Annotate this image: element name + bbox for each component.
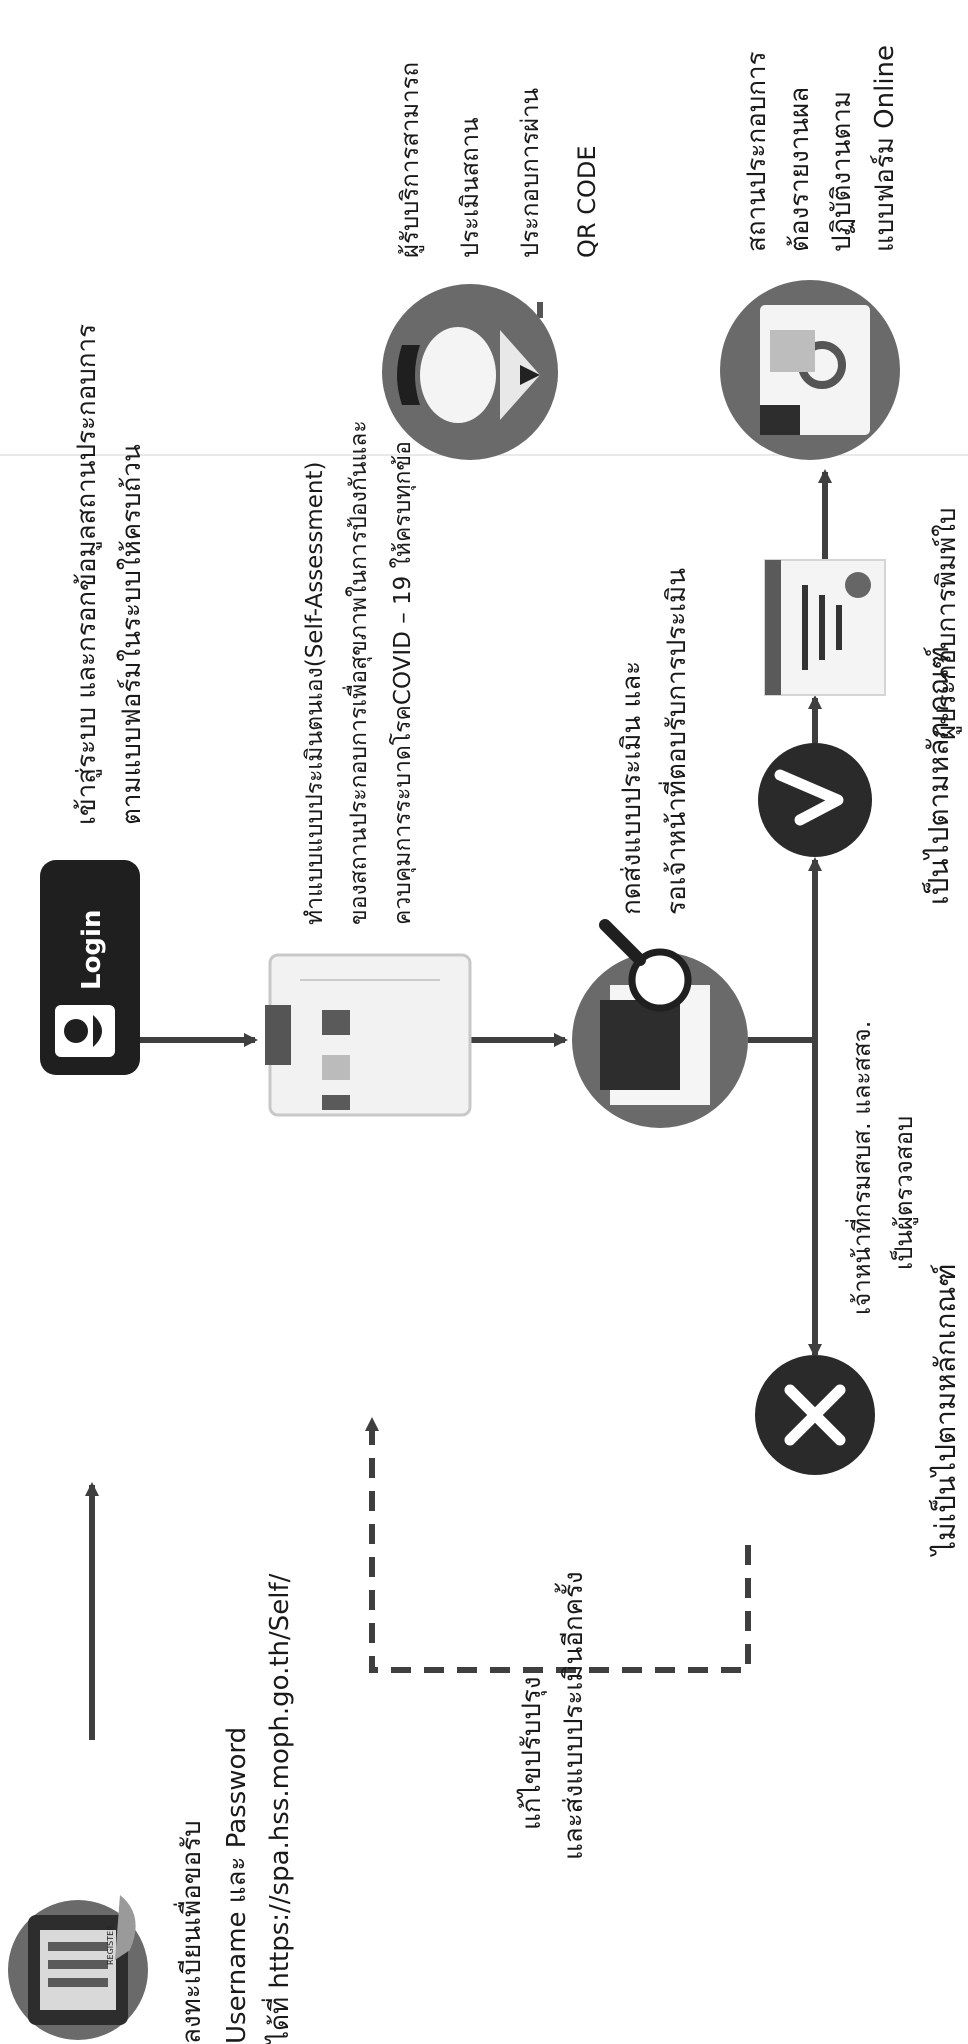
reviewer-text-line-1: เจ้าหน้าที่กรมสบส. และสสจ. [845, 1021, 876, 1315]
login-text-line-2: ตามแบบฟอร์มในระบบให้ครบถ้วน [117, 444, 147, 825]
clipboard-chart-icon [265, 953, 472, 1117]
assessment-text-line-1: ทำแบบแบบประเมินตนเอง(Self-Assessment) [302, 462, 328, 925]
login-avatar-body [93, 1015, 102, 1047]
register-button-text: REGISTER [106, 1925, 115, 1965]
assessment-text-line-3: ควบคุมการระบาดโรคCOVID – 19 ให้ครบทุกข้อ [389, 441, 416, 925]
submit-doc-front [600, 1000, 680, 1090]
pass-text-block: เป็นไปตามหลักเกณฑ์ [921, 646, 955, 905]
login-text-line-1: เข้าสู่ระบบ และกรอกข้อมูลสถานประกอบการ [72, 324, 102, 825]
certificate-text-line-1: ผู้ประกอบการพิมพ์ใบ [932, 508, 962, 740]
register-text-block: ลงทะเบียนเพื่อขอรับ Username และ Passwor… [173, 1573, 295, 2044]
customer-text-line-1: ผู้รับบริการสามารถ [396, 62, 425, 258]
check-mark-icon [758, 743, 872, 857]
report-text-line-2: ต้องรายงานผล [785, 87, 815, 252]
login-button-text: Login [77, 910, 107, 990]
report-text-line-3: ปฏิบัติงานตาม [827, 91, 857, 252]
login-icon: Login [40, 860, 140, 1075]
clipboard-bar-3 [322, 1095, 350, 1110]
customer-text-line-4: QR CODE [573, 146, 601, 259]
report-monitor-bar [760, 405, 800, 435]
register-text-line-1: ลงทะเบียนเพื่อขอรับ [173, 1820, 207, 2044]
fail-text-block: ไม่เป็นไปตามหลักเกณฑ์ [928, 1263, 962, 1557]
revise-text-block: แก้ไขปรับปรุง และส่งแบบประเมินอีกครั้ง [516, 1571, 589, 1860]
register-hand [115, 1895, 136, 1960]
customer-text-block: ผู้รับบริการสามารถ ประเมินสถาน ประกอบการ… [396, 62, 601, 258]
monitor-gear-icon [720, 280, 900, 460]
pass-text-line-1: เป็นไปตามหลักเกณฑ์ [921, 646, 955, 905]
report-window [770, 330, 815, 372]
certificate-seal [845, 572, 871, 598]
submit-magnifier-handle [599, 919, 646, 966]
assessment-text-line-2: ของสถานประกอบการเพื่อสุขภาพในการป้องกันแ… [342, 420, 372, 925]
customer-hair [397, 345, 420, 405]
tablet-register-icon: REGISTER [8, 1895, 148, 2040]
submit-magnifier-lens [628, 948, 692, 1012]
clipboard-bar-2 [322, 1055, 350, 1080]
revise-text-line-1: แก้ไขปรับปรุง [516, 1677, 547, 1831]
person-face-icon [382, 284, 558, 460]
submit-text-block: กดส่งแบบประเมิน และ รอเจ้าหน้าที่ตอบรับก… [617, 568, 692, 915]
submit-text-line-1: กดส่งแบบประเมิน และ [617, 661, 647, 915]
clipboard-bar-1 [322, 1010, 350, 1035]
register-line-1 [48, 1942, 108, 1951]
register-text-line-2: Username และ Password [222, 1727, 252, 2044]
assessment-text-block: ทำแบบแบบประเมินตนเอง(Self-Assessment) ขอ… [302, 420, 416, 925]
login-avatar-head [64, 1019, 88, 1043]
document-magnifier-icon [572, 919, 748, 1128]
fail-x-stroke-2 [784, 1384, 846, 1446]
customer-face [420, 327, 496, 423]
clipboard-clip [265, 1005, 291, 1065]
reviewer-text-line-2: เป็นผู้ตรวจสอบ [889, 1116, 919, 1270]
certificate-top-band [765, 560, 781, 695]
report-text-line-1: สถานประกอบการ [742, 51, 772, 252]
customer-text-line-2: ประเมินสถาน [456, 117, 484, 258]
reviewer-text-block: เจ้าหน้าที่กรมสบส. และสสจ. เป็นผู้ตรวจสอ… [845, 1021, 919, 1315]
register-line-3 [48, 1978, 108, 1987]
login-text-block: เข้าสู่ระบบ และกรอกข้อมูลสถานประกอบการ ต… [72, 324, 147, 825]
register-line-2 [48, 1960, 108, 1969]
customer-text-line-3: ประกอบการผ่าน [516, 88, 544, 258]
report-text-block: สถานประกอบการ ต้องรายงานผล ปฏิบัติงานตาม… [742, 45, 900, 252]
pass-icon-circle [758, 743, 872, 857]
certificate-text-block: ผู้ประกอบการพิมพ์ใบ [932, 508, 962, 740]
revise-text-line-2: และส่งแบบประเมินอีกครั้ง [554, 1571, 589, 1860]
x-mark-icon [755, 1355, 875, 1475]
register-text-line-3: ได้ที่ https://spa.hss.moph.go.th/Self/ [261, 1573, 295, 2044]
submit-text-line-2: รอเจ้าหน้าที่ตอบรับการประเมิน [658, 568, 692, 915]
customer-tie [520, 365, 540, 385]
certificate-icon [764, 559, 886, 696]
report-text-line-4: แบบฟอร์ม Online [870, 45, 900, 252]
pass-check-stroke [774, 769, 844, 826]
fail-text-line-1: ไม่เป็นไปตามหลักเกณฑ์ [928, 1263, 962, 1557]
arrow-fail-to-assessment-dashed [365, 1417, 751, 1673]
